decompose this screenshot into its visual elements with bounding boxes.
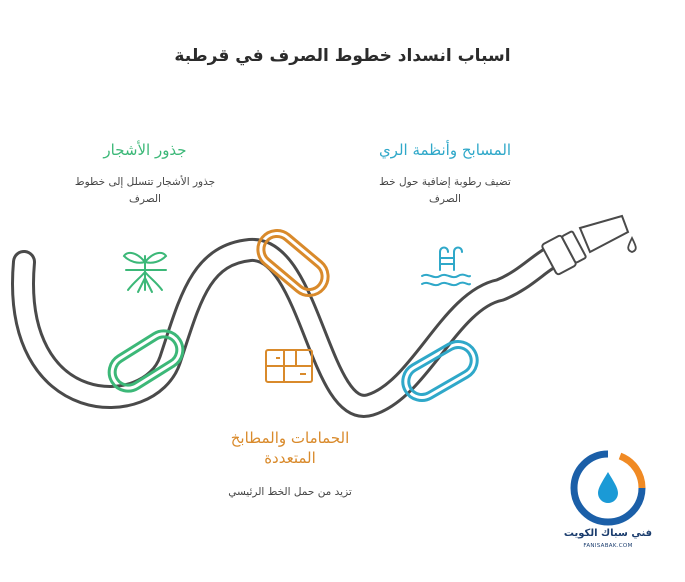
floor-plan-icon (265, 349, 313, 383)
water-drop-icon (627, 235, 637, 253)
cause-pools-description: تضيف رطوبة إضافية حول خط الصرف (330, 174, 560, 208)
brand-logo: فني سباك الكويت FANISABAK.COM (560, 448, 656, 558)
knot-green (107, 329, 185, 393)
cause-baths: الحمامات والمطابخ المتعددة تزيد من حمل ا… (175, 428, 405, 501)
cause-baths-heading-line1: الحمامات والمطابخ (230, 429, 350, 447)
cause-pools-desc-line1: تضيف رطوبة إضافية حول خط (379, 176, 511, 188)
cause-roots-desc-line1: جذور الأشجار تتسلل إلى خطوط (74, 176, 216, 188)
cause-baths-description: تزيد من حمل الخط الرئيسي (228, 486, 352, 498)
cause-baths-heading-line2: المتعددة (264, 449, 316, 467)
cause-pools-desc-line2: الصرف (429, 193, 461, 205)
water-drop-logo-icon (570, 450, 646, 526)
knot-blue (401, 340, 479, 402)
plant-roots-icon (122, 251, 168, 293)
cause-pools: المسابح وأنظمة الري تضيف رطوبة إضافية حو… (330, 140, 560, 208)
swimming-pool-icon (421, 246, 471, 287)
knot-orange (256, 229, 330, 297)
cause-baths-heading: الحمامات والمطابخ المتعددة (175, 428, 405, 468)
cause-roots-desc-line2: الصرف (129, 193, 161, 205)
cause-roots: جذور الأشجار جذور الأشجار تتسلل إلى خطوط… (30, 140, 260, 208)
brand-name: فني سباك الكويت (563, 528, 653, 539)
cause-roots-description: جذور الأشجار تتسلل إلى خطوط الصرف (30, 174, 260, 208)
cause-roots-heading: جذور الأشجار (103, 141, 187, 159)
nozzle-icon (541, 214, 630, 276)
brand-domain: FANISABAK.COM (583, 543, 633, 549)
page-title: اسباب انسداد خطوط الصرف في قرطبة (174, 46, 511, 66)
cause-pools-heading: المسابح وأنظمة الري (378, 141, 512, 159)
